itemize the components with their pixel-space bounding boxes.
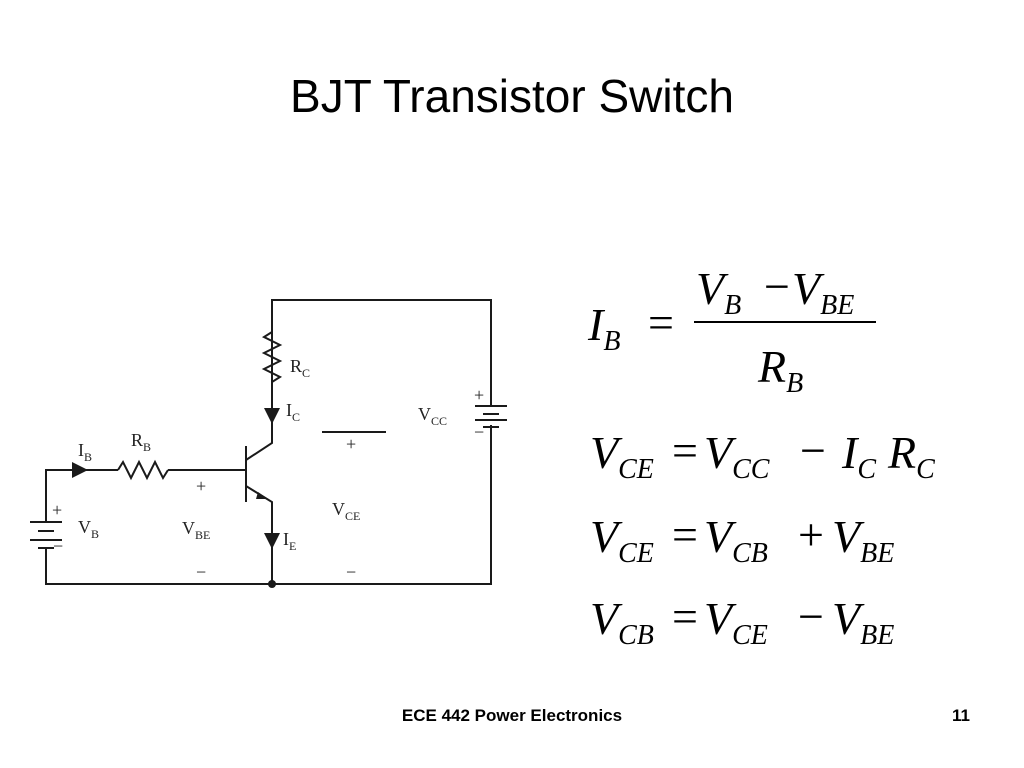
- vcc-minus-sign: −: [474, 422, 484, 442]
- eq4-minus: −: [798, 591, 824, 642]
- eq3-vbe: VBE: [832, 511, 894, 569]
- vcc-plus-sign: +: [474, 385, 484, 405]
- equation-vcb: VCB = VCE − VBE: [590, 591, 894, 651]
- equation-ib: IB = VB − VBE RB: [587, 261, 876, 399]
- footer-page-number: 11: [952, 706, 970, 725]
- vcc-label: VCC: [418, 404, 447, 428]
- vbe-label: VBE: [182, 518, 210, 542]
- eq4-vcb: VCB: [590, 593, 654, 651]
- eq4-equals: =: [672, 591, 698, 642]
- vb-plus-sign: +: [52, 500, 62, 520]
- base-wire: [45, 469, 118, 522]
- vb-minus-sign: −: [53, 536, 63, 556]
- vbe-plus-sign: +: [196, 476, 206, 496]
- eq3-vce: VCE: [590, 511, 654, 569]
- transistor-emitter: [245, 485, 273, 584]
- ie-label: IE: [283, 529, 296, 553]
- eq1-denominator: RB: [757, 341, 803, 399]
- eq3-vcb: VCB: [704, 511, 768, 569]
- rb-resistor: [117, 459, 169, 481]
- equation-vce-vcc: VCE = VCC − IC RC: [590, 425, 935, 485]
- footer-course-title: ECE 442 Power Electronics: [401, 706, 623, 725]
- ic-label: IC: [286, 400, 300, 424]
- vce-label: VCE: [332, 499, 360, 523]
- eq2-vcc: VCC: [704, 427, 770, 485]
- equation-vce-vcb: VCE = VCB + VBE: [590, 509, 894, 569]
- vbe-minus-sign: −: [196, 562, 206, 582]
- ib-label: IB: [78, 440, 92, 464]
- eq1-equals: =: [648, 297, 674, 348]
- emitter-arrow-icon: [256, 492, 268, 499]
- vce-minus-sign: −: [346, 562, 356, 582]
- rb-label: RB: [131, 430, 151, 454]
- slide-title: BJT Transistor Switch: [290, 70, 734, 122]
- eq4-vce: VCE: [704, 593, 768, 651]
- eq2-ic: IC: [841, 427, 876, 485]
- eq2-equals: =: [672, 425, 698, 476]
- eq3-equals: =: [672, 509, 698, 560]
- eq1-numerator-a: VB: [696, 263, 741, 321]
- vb-label: VB: [78, 517, 99, 541]
- eq2-vce: VCE: [590, 427, 654, 485]
- eq1-lhs: IB: [587, 299, 620, 357]
- rc-resistor: [261, 331, 283, 383]
- eq3-plus: +: [798, 509, 824, 560]
- eq1-numerator-op: −: [764, 261, 790, 312]
- rc-label: RC: [290, 356, 310, 380]
- eq4-vbe: VBE: [832, 593, 894, 651]
- eq2-minus: −: [800, 425, 826, 476]
- vce-plus-sign: +: [346, 434, 356, 454]
- eq2-rc: RC: [887, 427, 935, 485]
- eq1-numerator-b: VBE: [792, 263, 854, 321]
